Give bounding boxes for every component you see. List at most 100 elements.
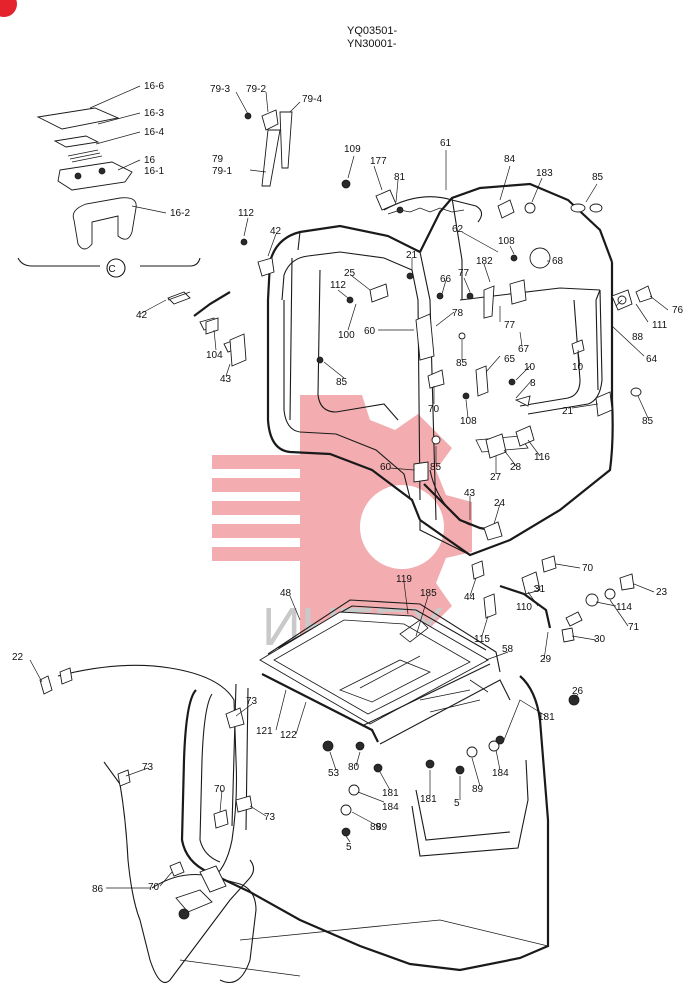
callout-label: 89 xyxy=(370,822,382,833)
watermark-gear-logo xyxy=(212,395,472,660)
callout-label: 100 xyxy=(338,330,355,341)
callout-label: 58 xyxy=(502,644,514,655)
callout-label: 177 xyxy=(370,156,387,167)
callout-label: 43 xyxy=(220,374,232,385)
callout-label: 21 xyxy=(406,250,418,261)
callout-label: 85 xyxy=(642,416,654,427)
callout-label: 28 xyxy=(510,462,522,473)
callout-label: 16-4 xyxy=(144,127,164,138)
callout-label: 122 xyxy=(280,730,297,741)
callout-label: 85 xyxy=(336,377,348,388)
callout-label: 79-3 xyxy=(210,84,230,95)
callout-label: 23 xyxy=(656,587,668,598)
callout-label: 66 xyxy=(440,274,452,285)
callout-label: 85 xyxy=(592,172,604,183)
serial-range-line-2: YN30001- xyxy=(347,38,397,50)
callout-label: 10 xyxy=(572,362,584,373)
callout-label: 16-2 xyxy=(170,208,190,219)
callout-label: 184 xyxy=(492,768,509,779)
callout-label: 73 xyxy=(264,812,276,823)
callout-label: 70 xyxy=(148,882,160,893)
callout-label: 183 xyxy=(536,168,553,179)
wiring-harness xyxy=(383,196,483,223)
corner-badge xyxy=(0,0,17,17)
callout-label: 24 xyxy=(494,498,506,509)
small-fasteners-upper xyxy=(167,179,653,643)
callout-label: 86 xyxy=(92,884,104,895)
callout-label: 60 xyxy=(364,326,376,337)
detail-circle-letter: C xyxy=(108,264,115,275)
callout-label: 89 xyxy=(376,822,388,833)
callout-label: 112 xyxy=(238,208,254,219)
callout-label: 88 xyxy=(632,332,644,343)
callout-label: 70 xyxy=(214,784,226,795)
callout-label: 73 xyxy=(142,762,154,773)
callout-label: 77 xyxy=(458,268,470,279)
callout-label: 61 xyxy=(440,138,452,149)
callout-label: 104 xyxy=(206,350,223,361)
callout-label: 181 xyxy=(382,788,399,799)
callout-label: 16-3 xyxy=(144,108,164,119)
callout-label: 53 xyxy=(328,768,340,779)
callout-label: 79 xyxy=(212,154,224,165)
callout-label: 76 xyxy=(672,305,684,316)
callout-label: 16-6 xyxy=(144,81,164,92)
callout-label: 8 xyxy=(530,378,536,389)
small-fasteners-lower xyxy=(322,694,580,837)
callout-label: 60 xyxy=(380,462,392,473)
callout-label: 81 xyxy=(394,172,406,183)
callout-label: 70 xyxy=(582,563,594,574)
callout-label: 30 xyxy=(594,634,606,645)
callout-label: 78 xyxy=(452,308,464,319)
detail-c-lock-assembly xyxy=(17,107,201,278)
callout-label: 27 xyxy=(490,472,502,483)
callout-label: 109 xyxy=(344,144,361,155)
callout-label: 182 xyxy=(476,256,493,267)
callout-label: 64 xyxy=(646,354,658,365)
callout-label: 44 xyxy=(464,592,476,603)
callout-label: 184 xyxy=(382,802,399,813)
callout-label: 65 xyxy=(504,354,516,365)
callout-label: 85 xyxy=(430,462,442,473)
wiper-arm-assembly xyxy=(244,109,293,187)
callout-label: 73 xyxy=(246,696,258,707)
callout-label: 119 xyxy=(396,574,412,585)
callout-label: 26 xyxy=(572,686,584,697)
callout-label: 181 xyxy=(420,794,437,805)
serial-range-line-1: YQ03501- xyxy=(347,25,397,37)
callout-label: 48 xyxy=(280,588,292,599)
cab-frame xyxy=(266,182,614,557)
callout-label: 16-1 xyxy=(144,166,164,177)
door-seal-strip xyxy=(193,291,231,317)
callout-label: 62 xyxy=(452,224,464,235)
callout-label: 31 xyxy=(534,584,546,595)
callout-label: 71 xyxy=(628,622,640,633)
callout-label: 121 xyxy=(256,726,273,737)
roof-hatch-assembly xyxy=(259,599,511,745)
callout-label: 29 xyxy=(540,654,552,665)
callout-label: 25 xyxy=(344,268,356,279)
callout-label: 16 xyxy=(144,155,156,166)
callout-label: 112 xyxy=(330,280,346,291)
callout-label: 85 xyxy=(456,358,468,369)
callout-label: 42 xyxy=(270,226,282,237)
callout-label: 108 xyxy=(498,236,515,247)
callout-label: 181 xyxy=(538,712,555,723)
callout-label: 70 xyxy=(428,404,440,415)
callout-label: 111 xyxy=(652,320,668,331)
leader-lines xyxy=(29,85,669,889)
callout-label: 77 xyxy=(504,320,516,331)
callout-label: 68 xyxy=(552,256,564,267)
callout-label: 67 xyxy=(518,344,530,355)
callout-label: 21 xyxy=(562,406,574,417)
callout-label: 43 xyxy=(464,488,476,499)
callout-label: 108 xyxy=(460,416,477,427)
callout-label: 89 xyxy=(472,784,484,795)
washer-motor-assembly xyxy=(39,664,257,984)
callout-label: 185 xyxy=(420,588,437,599)
callout-label: 114 xyxy=(616,602,632,613)
callout-label: 5 xyxy=(454,798,460,809)
callout-label: 116 xyxy=(534,452,550,463)
